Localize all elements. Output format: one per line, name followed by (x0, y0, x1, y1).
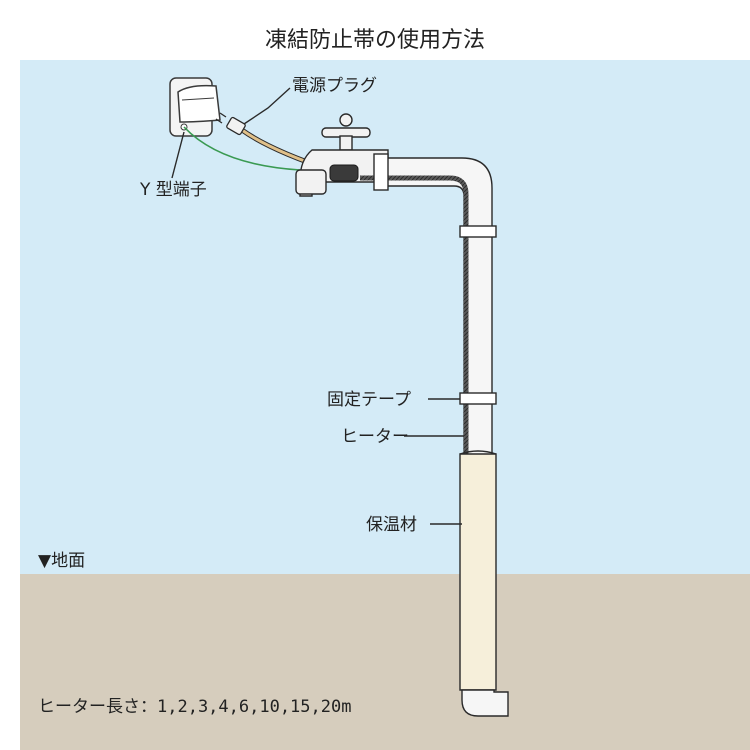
label-insulation: 保温材 (366, 515, 417, 535)
fixing-tape (373, 153, 389, 191)
faucet (295, 113, 389, 197)
wall-outlet (169, 77, 221, 137)
label-ground: ▼地面 (38, 551, 85, 571)
label-heater: ヒーター (341, 427, 409, 447)
heater-length-note: ヒーター長さ：1,2,3,4,6,10,15,20m (38, 697, 351, 717)
label-power-plug: 電源プラグ (292, 76, 377, 96)
pipe-bottom-bend (461, 689, 509, 717)
heater-cable (360, 175, 469, 456)
fixing-tape (459, 225, 497, 238)
insulation-sleeve (459, 453, 497, 691)
ground-area (20, 574, 750, 750)
leader-y-terminal (171, 131, 185, 179)
label-y-terminal: Y 型端子 (139, 180, 207, 200)
diagram-title: 凍結防止帯の使用方法 (265, 28, 485, 53)
leader-power-plug (243, 87, 291, 125)
label-fixing-tape: 固定テープ (327, 390, 411, 410)
fixing-tape (459, 392, 497, 405)
power-plug (215, 112, 246, 136)
heater-connector (329, 164, 359, 182)
ground-wire (183, 126, 301, 171)
sky-background (20, 60, 750, 574)
